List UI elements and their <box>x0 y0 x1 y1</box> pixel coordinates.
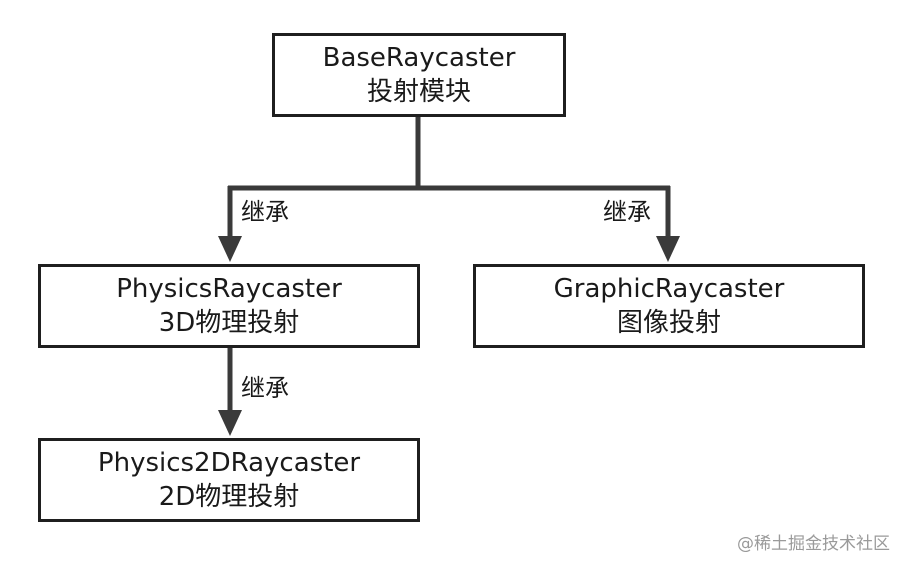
node-graphic-raycaster: GraphicRaycaster 图像投射 <box>473 264 865 348</box>
node-physics2d-raycaster: Physics2DRaycaster 2D物理投射 <box>38 438 420 522</box>
node-graphic-raycaster-name: GraphicRaycaster <box>553 274 785 304</box>
arrowhead-to-physics2d <box>218 410 242 436</box>
node-base-raycaster-desc: 投射模块 <box>366 77 471 107</box>
edge-label-base-to-graphic: 继承 <box>603 198 651 226</box>
node-base-raycaster-name: BaseRaycaster <box>322 43 516 73</box>
edge-label-physics-to-physics2d: 继承 <box>241 374 289 402</box>
arrowhead-to-physics <box>218 236 242 262</box>
node-graphic-raycaster-desc: 图像投射 <box>616 308 721 338</box>
node-physics-raycaster: PhysicsRaycaster 3D物理投射 <box>38 264 420 348</box>
arrowhead-to-graphic <box>656 236 680 262</box>
node-physics2d-raycaster-desc: 2D物理投射 <box>158 482 300 512</box>
edge-label-base-to-physics: 继承 <box>241 198 289 226</box>
watermark: @稀土掘金技术社区 <box>737 534 890 554</box>
node-physics-raycaster-name: PhysicsRaycaster <box>116 274 342 304</box>
node-physics2d-raycaster-name: Physics2DRaycaster <box>97 448 361 478</box>
node-base-raycaster: BaseRaycaster 投射模块 <box>272 33 566 117</box>
node-physics-raycaster-desc: 3D物理投射 <box>158 308 300 338</box>
